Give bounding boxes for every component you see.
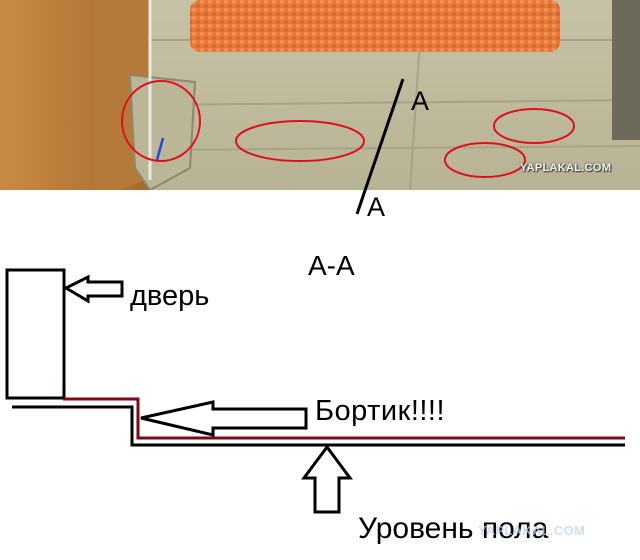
section-cut-line bbox=[355, 78, 405, 215]
section-letter-top: A bbox=[411, 86, 430, 116]
orange-rug bbox=[190, 0, 560, 52]
defect-circle-door bbox=[121, 80, 201, 162]
floor-profile-black bbox=[12, 405, 625, 447]
defect-markers bbox=[121, 80, 575, 178]
floor-level-label: Уровень пола bbox=[358, 512, 549, 545]
floor-profile-red bbox=[63, 397, 625, 440]
section-letter-bottom: A bbox=[367, 192, 386, 222]
photo-watermark: YAPLAKAL.COM bbox=[520, 162, 612, 174]
curb-label: Бортик!!!! bbox=[315, 395, 446, 427]
section-title: A-A bbox=[308, 250, 355, 281]
threshold-step bbox=[128, 73, 197, 190]
wall-corner bbox=[612, 0, 640, 140]
door-arrow bbox=[62, 274, 124, 304]
bathroom-photo: YAPLAKAL.COM bbox=[0, 0, 640, 190]
curb-arrow bbox=[140, 400, 308, 437]
blue-mark bbox=[155, 137, 165, 161]
defect-circle-right-bottom bbox=[444, 142, 526, 178]
diagram-watermark: YAPLAKAL.COM bbox=[478, 523, 586, 538]
photo-drawing bbox=[0, 0, 640, 190]
door-rect bbox=[5, 268, 66, 400]
defect-circle-right-top bbox=[493, 108, 575, 144]
defect-circle-center bbox=[235, 120, 365, 162]
door-label: дверь bbox=[130, 280, 210, 312]
floor-level-arrow bbox=[301, 444, 353, 514]
